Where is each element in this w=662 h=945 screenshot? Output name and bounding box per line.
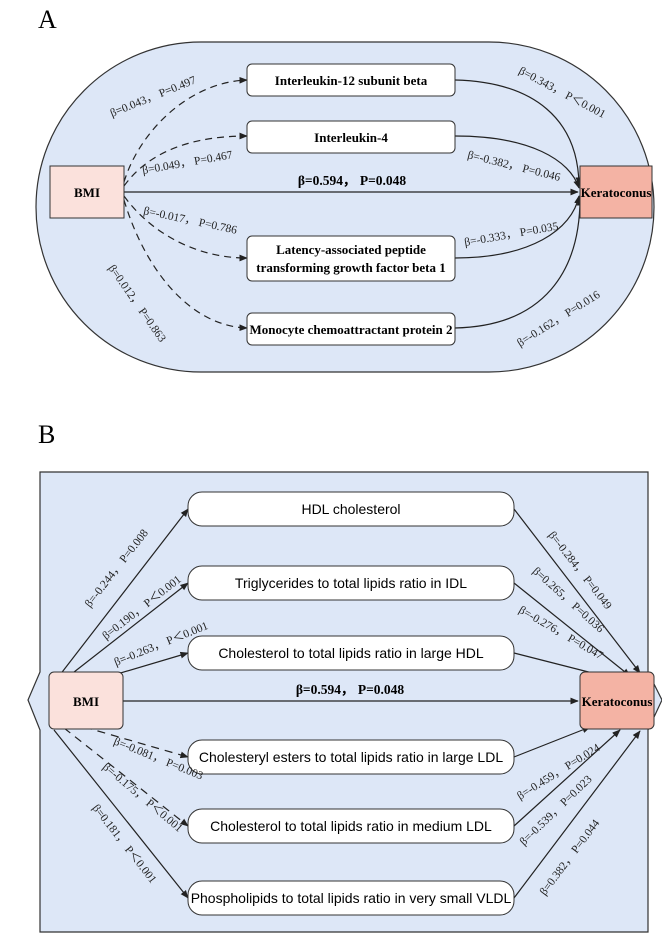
panel-a-bmi-node bbox=[49, 165, 125, 219]
panel-b-mediator-node bbox=[187, 808, 515, 844]
edge-mediator-keratoconus bbox=[513, 726, 591, 758]
panel-b-bmi-node bbox=[48, 671, 124, 730]
panel-a-mediator-node bbox=[246, 63, 456, 97]
edge-bmi-mediator bbox=[59, 582, 189, 684]
panel-a-keratoconus-label: Keratoconus bbox=[581, 185, 652, 200]
edge-il4-keratoconus bbox=[454, 135, 580, 189]
panel-a-mediator-label: Monocyte chemoattractant protein 2 bbox=[249, 322, 452, 337]
edge-mediator-keratoconus bbox=[513, 729, 621, 827]
panel-b-mediator-node bbox=[187, 880, 515, 916]
panel-b-direct-effect: β=0.594， P=0.048 bbox=[296, 682, 405, 697]
edge-bmi-mediator bbox=[83, 726, 189, 759]
panel-b-keratoconus-label: Keratoconus bbox=[582, 694, 653, 709]
edge-mediator-keratoconus bbox=[513, 508, 641, 674]
panel-a-background bbox=[35, 41, 655, 373]
panel-a-keratoconus-node bbox=[579, 165, 653, 219]
panel-b-edges bbox=[53, 508, 641, 899]
edge-bmi-mediator bbox=[55, 508, 189, 681]
edge-mediator-keratoconus bbox=[513, 730, 641, 899]
edge-il12-keratoconus bbox=[454, 79, 583, 186]
panel-b-letter: B bbox=[38, 420, 55, 449]
panel-b-mediator-label: Cholesterol to total lipids ratio in med… bbox=[210, 818, 492, 834]
panel-b-bmi-label: BMI bbox=[73, 694, 99, 709]
edge-bmi-mcp2 bbox=[123, 199, 248, 332]
panel-b-mediator-label: Phospholipids to total lipids ratio in v… bbox=[191, 890, 512, 906]
panel-a-mediator-label: Interleukin-12 subunit beta bbox=[275, 73, 428, 88]
panel-a-mediator-node bbox=[246, 312, 456, 346]
edge-bmi-lap bbox=[123, 195, 248, 262]
panel-a-direct-effect: β=0.594， P=0.048 bbox=[298, 173, 407, 188]
panel-b-mediator-label: HDL cholesterol bbox=[301, 501, 400, 517]
edge-bmi-mediator bbox=[63, 727, 189, 827]
panel-b-keratoconus-node bbox=[579, 671, 655, 730]
panel-a-mediator-label-line2: transforming growth factor beta 1 bbox=[256, 260, 445, 275]
panel-a-letter: A bbox=[38, 5, 57, 34]
panel-b-mediator-label: Triglycerides to total lipids ratio in I… bbox=[235, 575, 467, 591]
panel-a-edges bbox=[123, 76, 584, 332]
panel-b-mediator-node bbox=[187, 635, 515, 671]
edge-bmi-il12 bbox=[123, 76, 248, 183]
panel-b-mediator-node bbox=[187, 739, 515, 775]
panel-a-mediator-node bbox=[246, 120, 456, 154]
panel-a-mediator-label: Interleukin-4 bbox=[314, 130, 388, 145]
panel-a-mediator-label-line1: Latency-associated peptide bbox=[276, 242, 426, 257]
panel-b-mediator-node bbox=[187, 491, 515, 527]
panel-a-bmi-label: BMI bbox=[74, 185, 100, 200]
edge-mcp2-keratoconus bbox=[454, 197, 584, 329]
panel-b-mediator-node bbox=[187, 565, 515, 601]
edge-lap-keratoconus bbox=[454, 195, 581, 259]
edge-bmi-il4 bbox=[123, 132, 248, 187]
edge-bmi-mediator bbox=[53, 729, 189, 899]
edge-mediator-keratoconus bbox=[513, 582, 631, 677]
panel-a-mediator-node bbox=[246, 235, 456, 282]
panel-b-mediator-label: Cholesteryl esters to total lipids ratio… bbox=[199, 749, 503, 765]
panel-b-mediator-label: Cholesterol to total lipids ratio in lar… bbox=[218, 645, 484, 661]
